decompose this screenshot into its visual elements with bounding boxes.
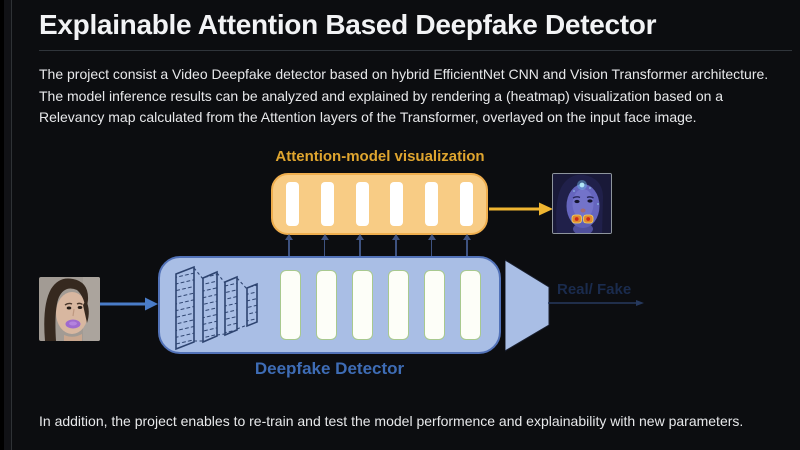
input-arrow-icon — [100, 297, 158, 310]
attention-model-label: Attention-model visualization — [275, 147, 485, 165]
attention-connector-lines — [285, 233, 471, 270]
architecture-diagram: Attention-model visualization — [39, 142, 792, 394]
intro-paragraph: The project consist a Video Deepfake det… — [39, 66, 769, 125]
output-arrow-line-icon — [548, 299, 644, 306]
deepfake-detector-box — [158, 255, 501, 354]
output-label: Real/ Fake — [557, 280, 632, 298]
attention-token-bar — [425, 181, 439, 226]
readme-page: Explainable Attention Based Deepfake Det… — [11, 0, 800, 450]
attention-token-bar — [355, 181, 369, 226]
connector-arrow-icon — [464, 233, 471, 270]
page-title: Explainable Attention Based Deepfake Det… — [39, 0, 792, 51]
connector-arrow-icon — [285, 233, 292, 270]
transformer-token-bar — [316, 269, 337, 340]
attention-token-bar — [320, 181, 334, 226]
input-face-image — [39, 276, 100, 341]
attention-visualization-box — [271, 172, 488, 235]
left-gutter — [4, 0, 11, 450]
deepfake-detector-label: Deepfake Detector — [254, 358, 405, 378]
transformer-token-bar — [424, 269, 445, 340]
connector-arrow-icon — [392, 233, 399, 270]
footer-paragraph: In addition, the project enables to re-t… — [39, 412, 744, 429]
transformer-token-bar — [280, 269, 301, 340]
output-funnel-icon — [505, 258, 550, 352]
connector-arrow-icon — [357, 233, 364, 270]
connector-arrow-icon — [428, 233, 435, 270]
transformer-token-bar — [352, 269, 373, 340]
attention-token-bar — [390, 181, 404, 226]
cnn-feature-maps-icon — [175, 265, 258, 350]
attention-token-bar — [459, 181, 473, 226]
attention-token-bar — [286, 181, 299, 226]
transformer-token-bar — [460, 269, 481, 340]
transformer-token-bar — [388, 269, 409, 340]
transformer-token-bars — [280, 269, 481, 340]
attention-output-arrow-icon — [489, 202, 553, 215]
heatmap-face-image — [552, 172, 612, 234]
connector-arrow-icon — [321, 233, 328, 270]
